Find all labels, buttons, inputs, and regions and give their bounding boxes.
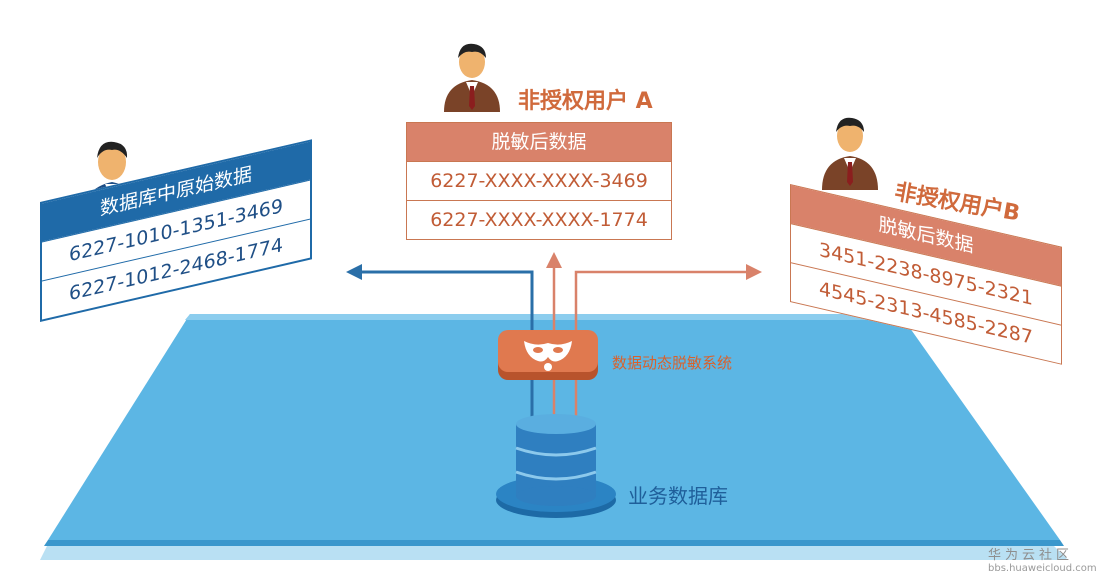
masking-system-label: 数据动态脱敏系统 xyxy=(612,354,733,372)
arrow-b-icon xyxy=(746,264,762,280)
user-a-avatar-icon xyxy=(444,43,500,112)
user-b-avatar-icon xyxy=(822,117,878,190)
arrow-a-icon xyxy=(546,252,562,268)
database-icon xyxy=(496,414,616,518)
watermark-url: bbs.huaweicloud.com xyxy=(988,563,1097,574)
masking-system-box xyxy=(498,330,598,380)
table-row: 6227-XXXX-XXXX-1774 xyxy=(407,200,671,239)
mask-icon xyxy=(524,341,572,371)
table-row: 6227-XXXX-XXXX-3469 xyxy=(407,161,671,200)
arrow-authorized-icon xyxy=(346,264,362,280)
user-a-label: 非授权用户 A xyxy=(518,89,653,114)
user-a-table: 脱敏后数据 6227-XXXX-XXXX-3469 6227-XXXX-XXXX… xyxy=(406,122,672,240)
database-label: 业务数据库 xyxy=(628,484,728,508)
watermark-name: 华为云社区 xyxy=(988,548,1074,563)
user-a-table-header: 脱敏后数据 xyxy=(407,123,671,161)
